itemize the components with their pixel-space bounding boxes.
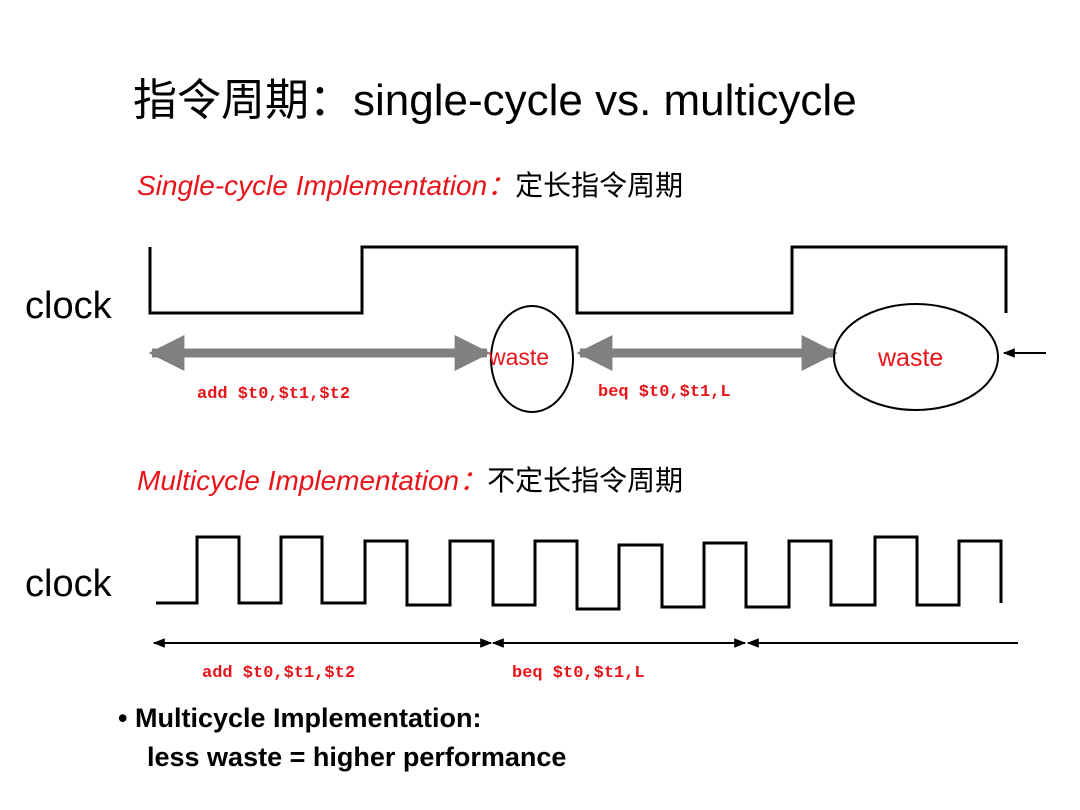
single-cycle-heading-text: Single-cycle Implementation： [137,170,516,201]
multicycle-heading-text: Multicycle Implementation： [137,465,488,496]
bullet-line-2: less waste = higher performance [147,742,567,772]
multicycle-heading: Multicycle Implementation：不定长指令周期 [137,459,683,499]
single-cycle-heading: Single-cycle Implementation：定长指令周期 [137,164,683,204]
waste-ellipse-1 [490,305,574,413]
bullet-line-1: • Multicycle Implementation: [118,703,482,734]
single-clock-waveform [148,245,1008,315]
slide-title: 指令周期：single-cycle vs. multicycle [133,76,857,125]
multi-instr1-label: add $t0,$t1,$t2 [202,664,356,683]
bullet-text-1: Multicycle Implementation: [134,703,482,733]
single-clock-label: clock [25,285,112,327]
multi-clock-waveform [156,535,1003,611]
single-cycle-heading-cn: 定长指令周期 [515,169,684,202]
multi-instr2-label: beq $t0,$t1,L [512,664,645,683]
bullet-marker: • [118,703,128,733]
single-instr2-label: beq $t0,$t1,L [598,383,731,402]
multicycle-heading-cn: 不定长指令周期 [487,464,684,497]
waste-ellipse-2 [833,303,999,411]
multi-clock-label: clock [25,563,112,605]
waste-label-1: waste [489,344,550,370]
single-instr1-label: add $t0,$t1,$t2 [197,385,351,404]
waste-label-2: waste [878,344,944,372]
